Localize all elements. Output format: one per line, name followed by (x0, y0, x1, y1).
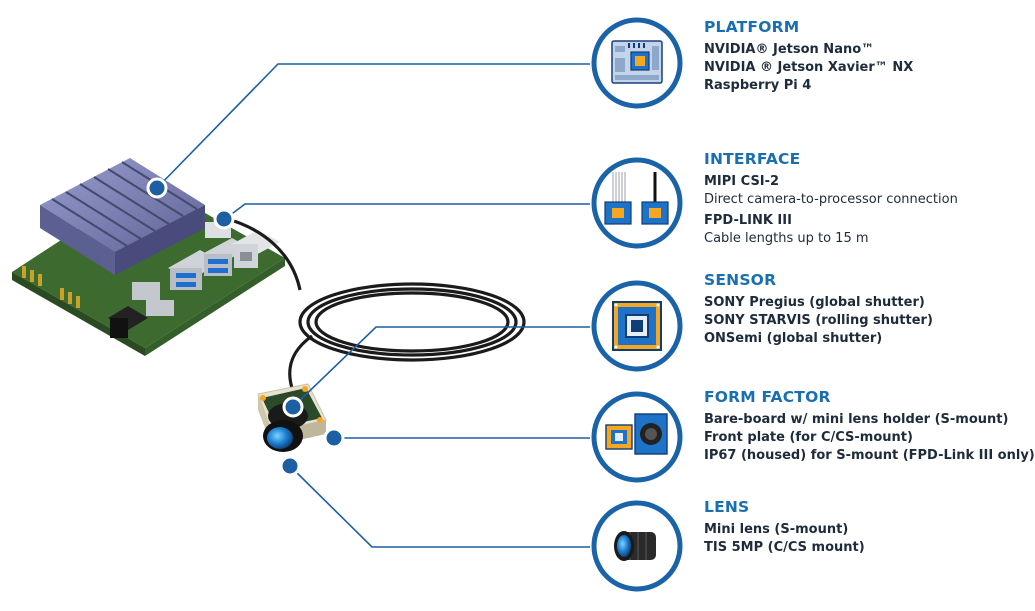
platform-item: NVIDIA ® Jetson Xavier™ NX (704, 60, 914, 75)
interface-item-name: MIPI CSI-2 (704, 174, 780, 189)
anchor-dots (146, 177, 345, 477)
circuit-board-icon (611, 40, 663, 84)
sensor-item: SONY Pregius (global shutter) (704, 295, 925, 310)
platform-title: PLATFORM (704, 18, 800, 36)
platform-item: NVIDIA® Jetson Nano™ (704, 42, 875, 57)
interface-item-name: FPD-LINK III (704, 213, 792, 228)
form-factor-item: Bare-board w/ mini lens holder (S-mount) (704, 412, 1009, 427)
camera-housing-icon (605, 413, 668, 455)
platform-item: Raspberry Pi 4 (704, 78, 812, 93)
cable-coil-illustration (223, 216, 526, 389)
lens-section: LENS Mini lens (S-mount) TIS 5MP (C/CS m… (704, 498, 1020, 557)
form-factor-item: Front plate (for C/CS-mount) (704, 430, 913, 445)
lens-item: Mini lens (S-mount) (704, 522, 849, 537)
interface-item-desc: Direct camera-to-processor connection (704, 192, 958, 207)
lens-item: TIS 5MP (C/CS mount) (704, 540, 865, 555)
sensor-title: SENSOR (704, 271, 777, 289)
form-factor-item: IP67 (housed) for S-mount (FPD-Link III … (704, 448, 1035, 463)
lens-title: LENS (704, 498, 750, 516)
interface-section: INTERFACE MIPI CSI-2 Direct camera-to-pr… (704, 150, 1020, 248)
form-factor-title: FORM FACTOR (704, 388, 831, 406)
lens-icon (614, 531, 656, 561)
interface-title: INTERFACE (704, 150, 801, 168)
camera-module-illustration (257, 383, 327, 452)
sensor-section: SENSOR SONY Pregius (global shutter) SON… (704, 271, 1020, 348)
platform-section: PLATFORM NVIDIA® Jetson Nano™ NVIDIA ® J… (704, 18, 1020, 95)
image-sensor-icon (612, 301, 662, 351)
interface-item-desc: Cable lengths up to 15 m (704, 231, 869, 246)
form-factor-section: FORM FACTOR Bare-board w/ mini lens hold… (704, 388, 1035, 465)
leader-lines (156, 63, 590, 548)
sensor-item: ONSemi (global shutter) (704, 331, 883, 346)
sensor-item: SONY STARVIS (rolling shutter) (704, 313, 933, 328)
connector-cables-icon (604, 172, 669, 225)
